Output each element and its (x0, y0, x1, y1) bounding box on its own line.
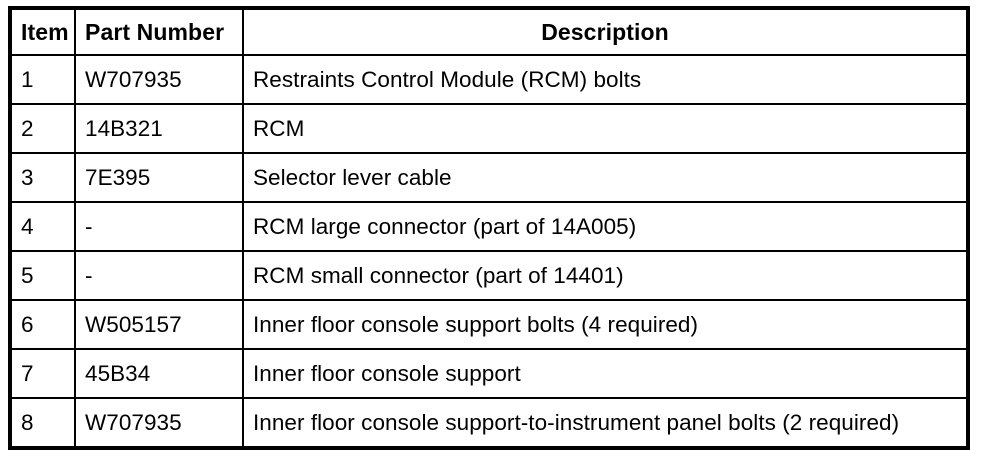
column-header-item: Item (9, 7, 76, 56)
cell-item: 6 (9, 299, 76, 350)
cell-item: 1 (9, 54, 76, 105)
table-row: 8 W707935 Inner floor console support-to… (9, 397, 969, 449)
column-header-description: Description (242, 7, 969, 56)
table-header-row: Item Part Number Description (9, 7, 969, 56)
table-body: 1 W707935 Restraints Control Module (RCM… (9, 54, 969, 449)
cell-description: Inner floor console support-to-instrumen… (242, 397, 969, 449)
cell-part-number: 45B34 (74, 348, 244, 399)
cell-item: 5 (9, 250, 76, 301)
cell-part-number: W707935 (74, 54, 244, 105)
table-row: 1 W707935 Restraints Control Module (RCM… (9, 54, 969, 105)
cell-description: Restraints Control Module (RCM) bolts (242, 54, 969, 105)
cell-item: 4 (9, 201, 76, 252)
table-row: 5 - RCM small connector (part of 14401) (9, 250, 969, 301)
table-row: 6 W505157 Inner floor console support bo… (9, 299, 969, 350)
cell-description: Selector lever cable (242, 152, 969, 203)
cell-part-number: - (74, 250, 244, 301)
cell-description: Inner floor console support bolts (4 req… (242, 299, 969, 350)
cell-description: RCM large connector (part of 14A005) (242, 201, 969, 252)
table-row: 4 - RCM large connector (part of 14A005) (9, 201, 969, 252)
parts-legend-table: Item Part Number Description 1 W707935 R… (8, 6, 970, 450)
cell-part-number: - (74, 201, 244, 252)
table-row: 2 14B321 RCM (9, 103, 969, 154)
cell-description: Inner floor console support (242, 348, 969, 399)
cell-description: RCM (242, 103, 969, 154)
cell-part-number: W505157 (74, 299, 244, 350)
cell-item: 2 (9, 103, 76, 154)
table-header: Item Part Number Description (9, 7, 969, 56)
cell-part-number: 7E395 (74, 152, 244, 203)
cell-description: RCM small connector (part of 14401) (242, 250, 969, 301)
cell-item: 7 (9, 348, 76, 399)
table-row: 3 7E395 Selector lever cable (9, 152, 969, 203)
cell-part-number: W707935 (74, 397, 244, 449)
cell-part-number: 14B321 (74, 103, 244, 154)
cell-item: 3 (9, 152, 76, 203)
table-row: 7 45B34 Inner floor console support (9, 348, 969, 399)
column-header-part-number: Part Number (74, 7, 244, 56)
cell-item: 8 (9, 397, 76, 449)
